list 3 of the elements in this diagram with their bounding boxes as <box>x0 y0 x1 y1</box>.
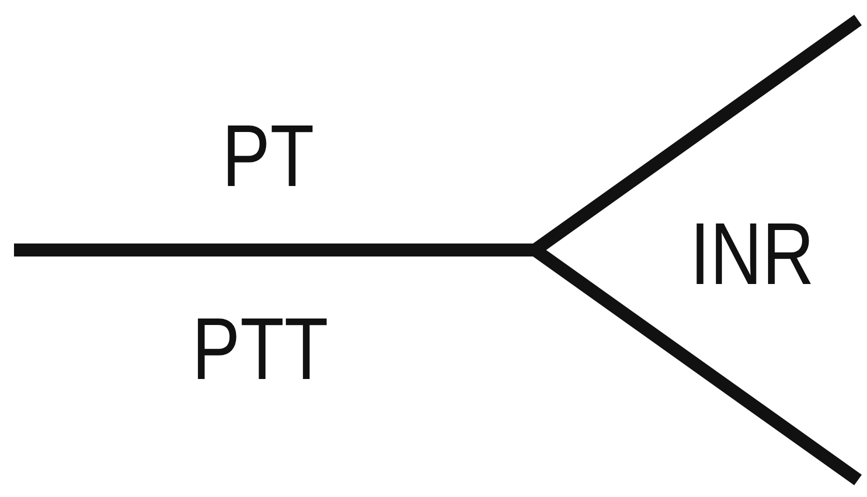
test-name-label: PTT <box>192 305 328 393</box>
test-name-label: INR <box>690 210 814 298</box>
test-name-label: PT <box>222 112 314 200</box>
